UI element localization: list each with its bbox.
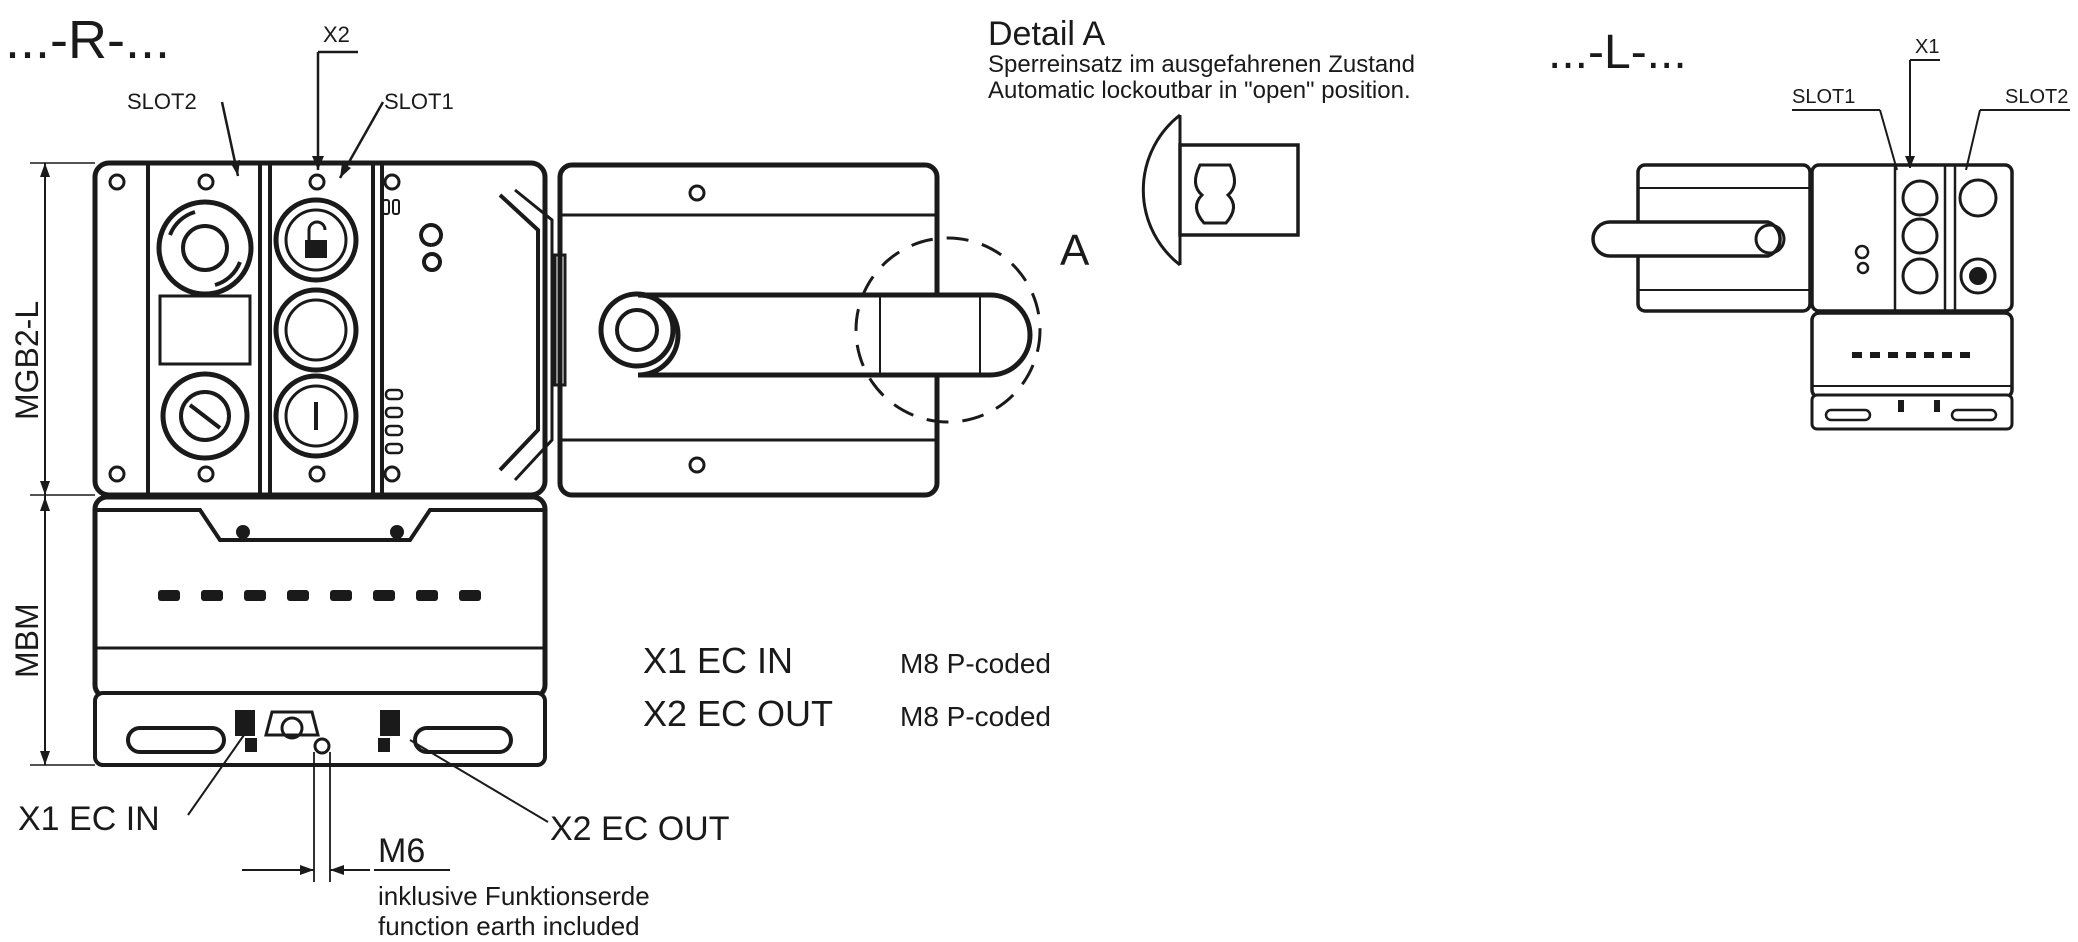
slot2-callout: SLOT2 (127, 89, 197, 114)
detail-title: Detail A (988, 15, 1105, 53)
connector-row-1-name: X1 EC IN (643, 640, 793, 681)
dimension-mgb2-label: MGB2-L (9, 301, 45, 420)
slot1-callout: SLOT1 (384, 89, 454, 114)
door-handle (637, 292, 1033, 378)
keyhole-icon (419, 223, 444, 272)
x1-connector (235, 710, 255, 736)
m6-label: M6 (378, 832, 425, 870)
earth-note-en: function earth included (378, 911, 640, 941)
dimension-mbm-label: MBM (9, 603, 45, 678)
right-variant-device (92, 160, 1042, 767)
m6-dimension: M6 inklusive Funktionserde function eart… (242, 752, 650, 941)
left-slot1-callout: SLOT1 (1792, 86, 1855, 108)
x2-ec-out-callout: X2 EC OUT (550, 810, 729, 848)
detail-line-de: Sperreinsatz im ausgefahrenen Zustand (988, 51, 1415, 78)
left-slot2-callout: SLOT2 (2005, 86, 2068, 108)
detail-line-en: Automatic lockoutbar in "open" position. (988, 77, 1411, 104)
mounting-slot-left (126, 726, 226, 754)
left-variant-callouts: X1 SLOT1 SLOT2 (1792, 36, 2070, 171)
emergency-stop-icon (156, 199, 254, 297)
padlock-open-icon (305, 240, 327, 258)
detail-a-marker: A (1060, 226, 1090, 275)
earth-screw-icon (313, 737, 331, 755)
connector-row-1-type: M8 P-coded (900, 648, 1051, 679)
earth-note-de: inklusive Funktionserde (378, 881, 650, 911)
detail-a-circle (854, 236, 1042, 424)
mbm-led-row (158, 590, 481, 601)
x2-callout: X2 (323, 22, 350, 47)
mounting-slot-right (413, 726, 513, 754)
connector-table: X1 EC IN M8 P-coded X2 EC OUT M8 P-coded (643, 640, 1051, 734)
x1-ec-in-callout: X1 EC IN (18, 800, 160, 838)
lockout-bar (1178, 143, 1300, 237)
unlock-button-icon (273, 197, 359, 283)
detail-a: Detail A Sperreinsatz im ausgefahrenen Z… (988, 15, 1415, 267)
connector-callouts: X1 EC IN X2 EC OUT (18, 734, 729, 848)
vertical-dimensions: MGB2-L MBM (9, 162, 95, 766)
left-mbm-led-row (1852, 352, 1970, 358)
key-switch-icon (160, 371, 250, 461)
x2-connector (380, 710, 400, 736)
left-x1-callout: X1 (1915, 36, 1939, 58)
blank-button-icon (273, 287, 359, 373)
right-variant-callouts: SLOT2 X2 SLOT1 A (127, 22, 1090, 275)
variant-right-label: ...-R-... (5, 10, 170, 70)
left-variant-device (1591, 163, 2014, 431)
connector-row-2-type: M8 P-coded (900, 701, 1051, 732)
power-button-icon (273, 373, 359, 459)
mounting-plate (93, 691, 547, 767)
variant-left-label: ...-L-... (1548, 26, 1687, 79)
connector-row-2-name: X2 EC OUT (643, 693, 833, 734)
